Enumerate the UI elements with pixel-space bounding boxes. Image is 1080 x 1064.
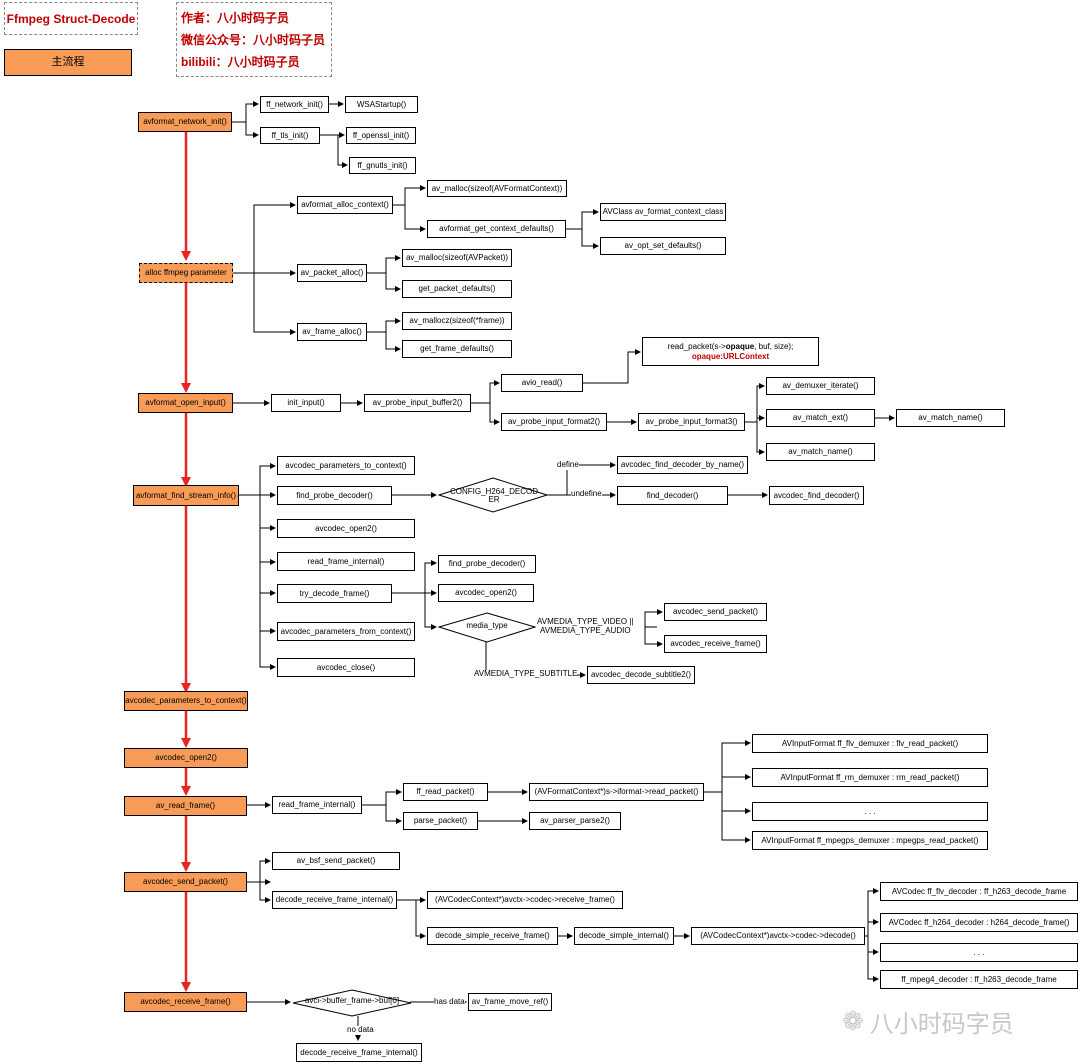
node-decode-receive-frame-internal-2: decode_receive_frame_internal() — [296, 1043, 422, 1062]
node-get-frame-defaults: get_frame_defaults() — [402, 340, 512, 358]
author-info-box: 作者：八小时码子员 微信公众号：八小时码子员 bilibili：八小时码子员 — [176, 2, 332, 77]
decision-config-h264-label: CONFIG_H264_DECODER — [449, 487, 539, 505]
node-wsastartup: WSAStartup() — [345, 96, 418, 113]
opaque-urlcontext-note: opaque:URLContext — [691, 351, 770, 361]
node-read-packet: read_packet(s->opaque, buf, size); opaqu… — [642, 337, 819, 366]
node-decode-receive-frame-internal: decode_receive_frame_internal() — [272, 891, 397, 909]
node-iformat-read-packet: (AVFormatContext*)s->iformat->read_packe… — [529, 783, 704, 801]
diagram-title-box: Ffmpeg Struct-Decode — [4, 2, 138, 35]
node-demux-ellipsis: . . . — [752, 802, 988, 821]
node-tdf-avcodec-open2: avcodec_open2() — [438, 584, 534, 602]
node-avformat-find-stream-info: avformat_find_stream_info() — [133, 485, 239, 506]
decision-media-type — [438, 612, 536, 643]
node-av-malloc-fmtctx: av_malloc(sizeof(AVFormatContext)) — [427, 180, 567, 197]
node-tdf-find-probe-decoder: find_probe_decoder() — [438, 555, 536, 573]
node-av-probe-input-buffer2: av_probe_input_buffer2() — [364, 394, 471, 412]
node-fsi-read-frame-internal: read_frame_internal() — [277, 552, 415, 571]
node-avformat-alloc-context: avformat_alloc_context() — [297, 196, 393, 214]
node-flv-decoder: AVCodec ff_flv_decoder : ff_h263_decode_… — [880, 882, 1078, 901]
av-video-audio-label-1: AVMEDIA_TYPE_VIDEO || — [537, 617, 634, 627]
node-rf-read-frame-internal: read_frame_internal() — [272, 796, 362, 814]
node-av-malloc-avpacket: av_malloc(sizeof(AVPacket)) — [402, 249, 512, 267]
node-avformat-open-input: avformat_open_input() — [138, 393, 233, 413]
node-avcodec-open2: avcodec_open2() — [124, 748, 248, 768]
node-decode-simple-receive-frame: decode_simple_receive_frame() — [427, 927, 558, 945]
node-av-opt-set-defaults: av_opt_set_defaults() — [600, 237, 726, 255]
node-dec-ellipsis: . . . — [880, 943, 1078, 962]
decision-buffer-frame — [292, 989, 412, 1017]
node-ff-network-init: ff_network_init() — [260, 96, 329, 113]
node-av-frame-alloc: av_frame_alloc() — [297, 323, 367, 341]
node-av-match-name: av_match_name() — [766, 443, 875, 461]
author-line: 作者：八小时码子员 — [181, 11, 290, 25]
node-avcodec-parameters-to-context: avcodec_parameters_to_context() — [124, 691, 248, 711]
node-avcodec-find-decoder-by-name: avcodec_find_decoder_by_name() — [617, 456, 748, 474]
watermark-text: 八小时码字员 — [869, 1011, 1014, 1038]
has-data-label: has data — [434, 997, 465, 1007]
node-avcodec-find-decoder: avcodec_find_decoder() — [769, 486, 864, 505]
node-ff-openssl-init: ff_openssl_init() — [346, 127, 416, 144]
node-tdf-avcodec-send-packet: avcodec_send_packet() — [664, 603, 767, 621]
node-avcodec-decode-subtitle2: avcodec_decode_subtitle2() — [587, 666, 695, 684]
node-avclass-format-context-class: AVClass av_format_context_class — [600, 203, 726, 221]
node-find-probe-decoder: find_probe_decoder() — [277, 486, 392, 505]
node-mpeg4-decoder: ff_mpeg4_decoder : ff_h263_decode_frame — [880, 970, 1078, 989]
node-fsi-avcodec-parameters-to-context: avcodec_parameters_to_context() — [277, 456, 415, 475]
node-init-input: init_input() — [271, 394, 341, 412]
node-avcodec-receive-frame: avcodec_receive_frame() — [124, 992, 247, 1012]
node-mpegps-demuxer: AVInputFormat ff_mpegps_demuxer : mpegps… — [752, 831, 988, 850]
undefine-label: undefine — [571, 489, 602, 499]
node-flv-demuxer: AVInputFormat ff_flv_demuxer : flv_read_… — [752, 734, 988, 753]
node-tdf-avcodec-receive-frame: avcodec_receive_frame() — [664, 635, 767, 653]
wechat-icon: ❁ — [842, 1006, 864, 1036]
watermark: ❁ 八小时码字员 — [842, 1004, 1014, 1039]
node-av-match-name-ext: av_match_name() — [896, 409, 1005, 427]
node-av-demuxer-iterate: av_demuxer_iterate() — [766, 377, 875, 395]
node-av-match-ext: av_match_ext() — [766, 409, 875, 427]
node-ff-read-packet: ff_read_packet() — [403, 783, 488, 801]
node-av-packet-alloc: av_packet_alloc() — [297, 264, 367, 282]
diagram-title: Ffmpeg Struct-Decode — [6, 11, 136, 26]
node-ff-gnutls-init: ff_gnutls_init() — [349, 157, 416, 174]
node-fsi-avcodec-parameters-from-context: avcodec_parameters_from_context() — [277, 622, 415, 641]
node-av-bsf-send-packet: av_bsf_send_packet() — [272, 852, 400, 870]
node-h264-decoder: AVCodec ff_h264_decoder : h264_decode_fr… — [880, 913, 1078, 932]
node-fsi-avcodec-open2: avcodec_open2() — [277, 519, 415, 538]
no-data-label: no data — [347, 1025, 374, 1035]
node-avformat-get-context-defaults: avformat_get_context_defaults() — [427, 220, 566, 238]
node-get-packet-defaults: get_packet_defaults() — [402, 280, 512, 298]
wechat-line: 微信公众号：八小时码子员 — [181, 33, 326, 47]
node-avio-read: avio_read() — [501, 374, 583, 392]
legend-main-flow: 主流程 — [4, 49, 132, 76]
node-try-decode-frame: try_decode_frame() — [277, 584, 392, 603]
node-av-probe-input-format3: av_probe_input_format3() — [638, 413, 745, 431]
node-codec-decode: (AVCodecContext*)avctx->codec->decode() — [691, 927, 865, 945]
define-label: define — [557, 460, 579, 470]
node-find-decoder: find_decoder() — [617, 486, 728, 505]
node-decode-simple-internal: decode_simple_internal() — [574, 927, 674, 945]
decision-buffer-frame-label: avci->buffer_frame->buf[0] — [304, 996, 400, 1005]
av-subtitle-label: AVMEDIA_TYPE_SUBTITLE — [474, 669, 578, 679]
av-video-audio-label-2: AVMEDIA_TYPE_AUDIO — [540, 626, 631, 636]
read-packet-call: read_packet(s->opaque, buf, size); — [667, 342, 794, 352]
node-parse-packet: parse_packet() — [403, 812, 478, 830]
decision-media-type-label: media_type — [466, 621, 508, 630]
decision-config-h264 — [438, 477, 548, 513]
node-avcodec-send-packet: avcodec_send_packet() — [124, 872, 247, 892]
node-rm-demuxer: AVInputFormat ff_rm_demuxer : rm_read_pa… — [752, 768, 988, 787]
node-alloc-ffmpeg-parameter: alloc ffmpeg parameter — [139, 263, 233, 283]
node-av-frame-move-ref: av_frame_move_ref() — [468, 993, 552, 1011]
node-codec-receive-frame: (AVCodecContext*)avctx->codec->receive_f… — [427, 891, 623, 909]
bilibili-line: bilibili：八小时码子员 — [181, 55, 300, 69]
node-av-read-frame: av_read_frame() — [124, 796, 247, 816]
node-ff-tls-init: ff_tls_init() — [260, 127, 320, 144]
node-av-mallocz-frame: av_mallocz(sizeof(*frame)) — [402, 312, 512, 330]
node-av-probe-input-format2: av_probe_input_format2() — [501, 413, 607, 431]
node-av-parser-parse2: av_parser_parse2() — [529, 812, 621, 830]
node-fsi-avcodec-close: avcodec_close() — [277, 658, 415, 677]
node-avformat-network-init: avformat_network_init() — [138, 112, 232, 132]
